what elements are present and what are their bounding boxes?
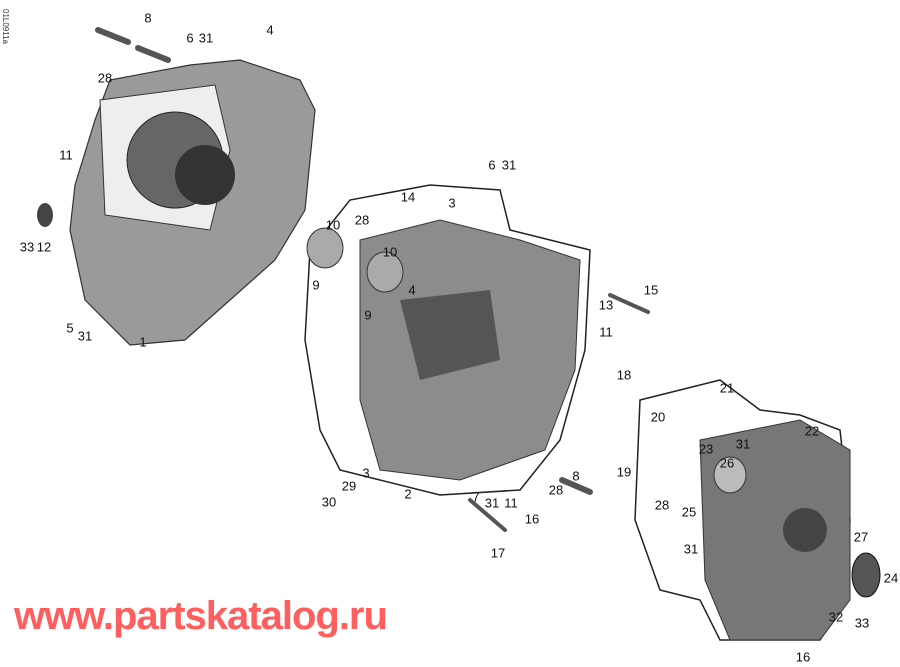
callout-19: 19	[616, 464, 632, 480]
callout-10: 10	[382, 244, 398, 260]
callout-13: 13	[598, 297, 614, 313]
callout-9: 9	[312, 277, 320, 293]
callout-2: 2	[404, 486, 412, 502]
watermark: www.partskatalog.ru	[14, 594, 388, 638]
callout-33: 33	[19, 239, 35, 255]
callout-23: 23	[698, 441, 714, 457]
callout-4: 4	[266, 22, 274, 38]
callout-28: 28	[354, 212, 370, 228]
right-cover	[634, 379, 881, 641]
callout-12: 12	[36, 239, 52, 255]
callout-21: 21	[719, 380, 735, 396]
callout-1: 1	[139, 334, 147, 350]
callout-31: 31	[77, 328, 93, 344]
callout-32: 32	[828, 609, 844, 625]
callout-8: 8	[144, 10, 152, 26]
callout-11: 11	[504, 495, 518, 511]
pins-and-bolts	[95, 27, 650, 532]
callout-14: 14	[400, 189, 416, 205]
callout-26: 26	[719, 455, 735, 471]
callout-24: 24	[883, 570, 899, 586]
callout-28: 28	[97, 70, 113, 86]
callout-6: 6	[488, 157, 496, 173]
callout-16: 16	[524, 511, 540, 527]
callout-20: 20	[650, 409, 666, 425]
callout-31: 31	[484, 495, 500, 511]
callout-25: 25	[681, 504, 697, 520]
callout-7: 7	[472, 489, 480, 505]
callout-31: 31	[683, 541, 699, 557]
callout-6: 6	[186, 30, 194, 46]
callout-3: 3	[362, 465, 370, 481]
callout-22: 22	[804, 423, 820, 439]
callout-29: 29	[341, 478, 357, 494]
bearings	[37, 203, 747, 494]
callout-31: 31	[501, 157, 517, 173]
center-crankcase-half	[304, 184, 591, 496]
callout-16: 16	[795, 649, 811, 665]
callout-28: 28	[548, 482, 564, 498]
callout-31: 31	[198, 30, 214, 46]
callout-18: 18	[616, 367, 632, 383]
callout-27: 27	[853, 529, 869, 545]
callout-11: 11	[599, 324, 613, 340]
left-crankcase-half	[69, 59, 316, 346]
reference-code: 01L0911a	[1, 9, 10, 44]
callout-30: 30	[321, 494, 337, 510]
callout-10: 10	[325, 217, 341, 233]
callout-9: 9	[364, 307, 372, 323]
callout-28: 28	[654, 497, 670, 513]
callout-31: 31	[735, 436, 751, 452]
callout-17: 17	[490, 545, 506, 561]
callout-11: 11	[59, 147, 73, 163]
callout-4: 4	[408, 282, 416, 298]
callout-15: 15	[643, 282, 659, 298]
callout-8: 8	[572, 468, 580, 484]
callout-5: 5	[66, 320, 74, 336]
callout-3: 3	[448, 195, 456, 211]
callout-33: 33	[854, 615, 870, 631]
